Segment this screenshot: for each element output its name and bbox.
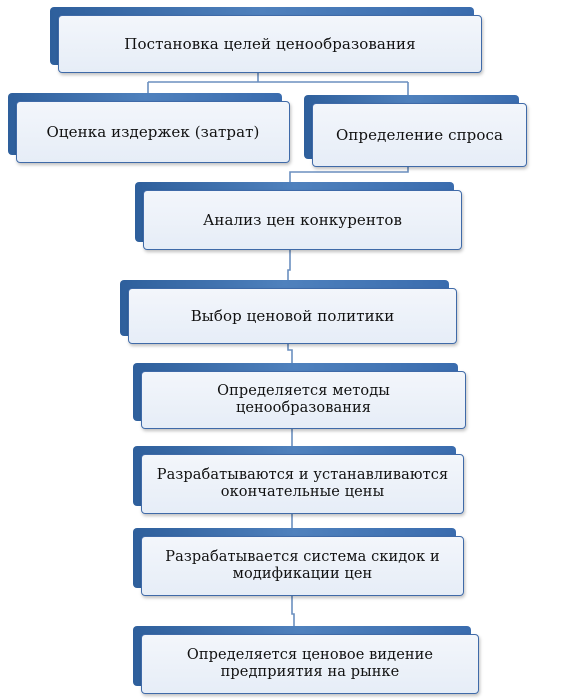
node-label: Анализ цен конкурентов — [202, 211, 403, 229]
edge-demand-to-competitors — [289, 167, 409, 182]
node-box: Определение спроса — [312, 103, 527, 167]
node-final-prices: Разрабатываются и устанавливаются оконча… — [133, 446, 464, 514]
edge-goals-to-costs-demand — [147, 72, 409, 95]
node-costs: Оценка издержек (затрат) — [8, 93, 290, 163]
node-box: Разрабатываются и устанавливаются оконча… — [141, 454, 464, 514]
node-box: Анализ цен конкурентов — [143, 190, 462, 250]
node-competitors: Анализ цен конкурентов — [135, 182, 462, 250]
node-demand: Определение спроса — [304, 95, 527, 167]
node-box: Оценка издержек (затрат) — [16, 101, 290, 163]
node-label: Оценка издержек (затрат) — [46, 123, 260, 141]
node-label: Определяется ценовое видение предприятия… — [186, 647, 434, 680]
edge-competitors-to-policy — [287, 246, 291, 282]
node-discounts: Разрабатывается система скидок и модифик… — [133, 528, 464, 596]
node-goals: Постановка целей ценообразования — [50, 7, 482, 73]
node-box: Постановка целей ценообразования — [58, 15, 482, 73]
node-label: Выбор ценовой политики — [190, 307, 395, 325]
node-vision: Определяется ценовое видение предприятия… — [133, 626, 479, 694]
node-box: Разрабатывается система скидок и модифик… — [141, 536, 464, 596]
edge-policy-to-methods — [287, 342, 293, 364]
node-label: Определение спроса — [335, 126, 504, 144]
edge-discounts-to-vision — [291, 596, 295, 626]
node-methods: Определяется методы ценообразования — [133, 363, 466, 429]
node-label: Разрабатываются и устанавливаются оконча… — [156, 467, 449, 500]
node-label: Разрабатывается система скидок и модифик… — [165, 549, 440, 582]
node-policy: Выбор ценовой политики — [120, 280, 457, 344]
node-box: Выбор ценовой политики — [128, 288, 457, 344]
node-label: Постановка целей ценообразования — [124, 35, 416, 53]
node-box: Определяется ценовое видение предприятия… — [141, 634, 479, 694]
node-label: Определяется методы ценообразования — [217, 383, 390, 416]
node-box: Определяется методы ценообразования — [141, 371, 466, 429]
